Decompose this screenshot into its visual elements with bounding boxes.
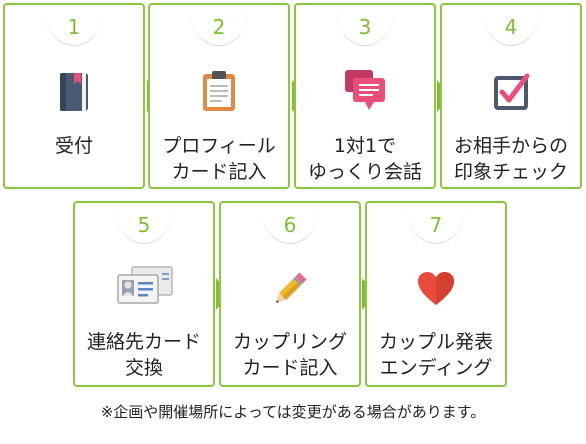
step-7: 7 カップル発表 エンディング <box>365 201 507 387</box>
step-number: 1 <box>67 15 81 39</box>
step-number: 6 <box>283 213 297 237</box>
id-card-icon <box>116 265 174 311</box>
step-number: 4 <box>504 15 518 39</box>
step-number: 3 <box>358 15 372 39</box>
chat-bubble-icon <box>343 68 387 118</box>
step-label-line: 受付 <box>54 135 93 157</box>
footnote: ※企画や開催場所によっては変更がある場合があります。 <box>100 403 486 421</box>
clipboard-icon <box>200 69 238 117</box>
step-number-badge: 4 <box>442 5 580 57</box>
step-6: 6 カップリング カード記入 <box>219 201 361 387</box>
step-5: 5 連絡先カード 交換 <box>73 201 215 387</box>
step-number-badge: 2 <box>150 5 288 57</box>
step-number-badge: 1 <box>5 5 143 57</box>
step-number-badge: 3 <box>296 5 434 57</box>
step-1: 1 受付 <box>3 3 145 189</box>
checkbox-icon <box>493 71 531 115</box>
step-number: 5 <box>137 213 151 237</box>
pencil-icon <box>270 267 312 313</box>
step-label: カップリング カード記入 <box>232 331 347 379</box>
step-4: 4 お相手からの 印象チェック <box>440 3 582 189</box>
step-label: 連絡先カード 交換 <box>86 331 201 379</box>
step-label: プロフィール カード記入 <box>162 135 276 183</box>
step-number-badge: 6 <box>221 203 359 255</box>
book-icon <box>56 71 92 117</box>
step-number: 7 <box>429 213 443 237</box>
step-number-badge: 5 <box>75 203 213 255</box>
step-number-badge: 7 <box>367 203 505 255</box>
step-2: 2 プロフィール カード記入 <box>148 3 290 189</box>
step-label: 1対1で ゆっくり会話 <box>307 135 422 183</box>
step-number: 2 <box>212 15 226 39</box>
heart-icon <box>417 271 455 311</box>
step-label: お相手からの 印象チェック <box>453 135 568 183</box>
step-label: 受付 <box>5 133 143 159</box>
step-3: 3 1対1で ゆっくり会話 <box>294 3 436 189</box>
step-label: カップル発表 エンディング <box>378 331 493 379</box>
